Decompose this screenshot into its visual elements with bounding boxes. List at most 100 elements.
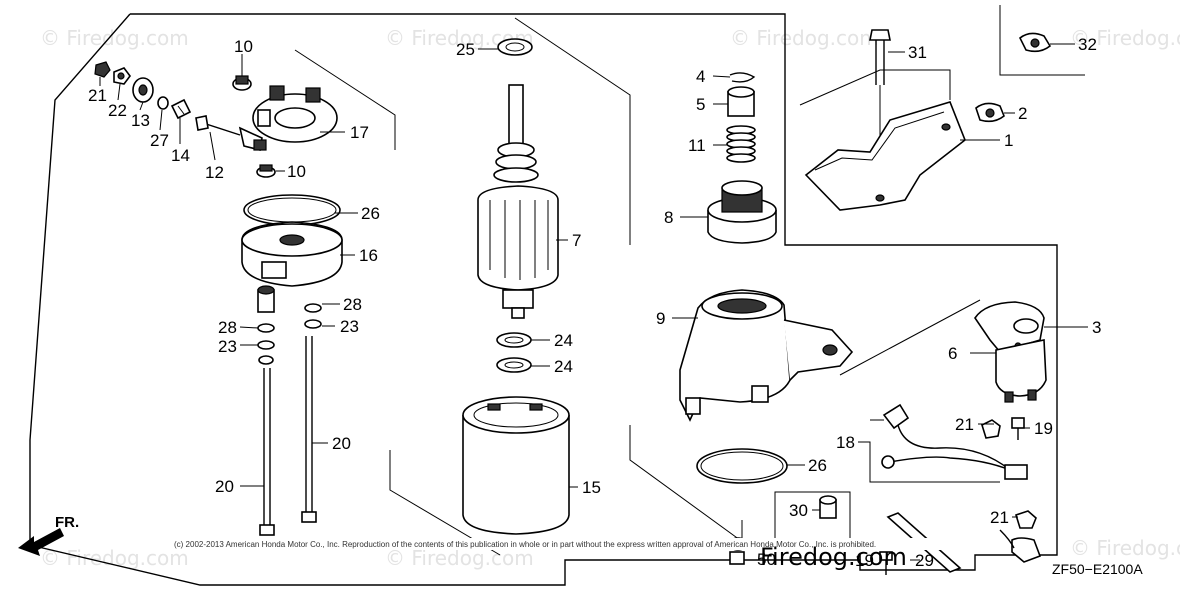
o-ring-part-26a (243, 194, 341, 226)
through-bolt-part-20b (301, 336, 317, 523)
clamp-part-2 (975, 102, 1005, 123)
bushing (257, 285, 275, 313)
leader-lines (99, 43, 1088, 561)
solenoid-frame (839, 299, 981, 376)
callout-23: 23 (340, 317, 359, 336)
front-direction-arrow: FR. (18, 514, 79, 556)
copyright-notice: (c) 2002-2013 American Honda Motor Co., … (174, 540, 876, 549)
washers-right (304, 303, 322, 329)
callout-10: 10 (234, 37, 253, 56)
clip-part-4 (729, 72, 756, 83)
callout-20: 20 (332, 434, 351, 453)
callout-29: 29 (915, 551, 934, 570)
callout-17: 17 (350, 123, 369, 142)
callout-19: 19 (1034, 419, 1053, 438)
callout-31: 31 (908, 43, 927, 62)
through-bolt-part-20a (259, 368, 275, 536)
callout-13: 13 (131, 111, 150, 130)
cap-part-30 (819, 495, 837, 519)
clamp-part-32 (1018, 32, 1052, 53)
rear-cover-part-16 (241, 221, 343, 287)
armature-part-7 (477, 84, 559, 319)
yoke-part-15 (462, 396, 570, 535)
collar-part-5 (727, 86, 755, 117)
washer-part-25 (497, 38, 533, 56)
callout-12: 12 (205, 163, 224, 182)
insulator-part-14 (170, 98, 192, 120)
washer-part-13 (132, 77, 154, 103)
callout-2: 2 (1018, 104, 1027, 123)
bracket-frame (799, 69, 951, 106)
callout-7: 7 (572, 231, 581, 250)
callout-28: 28 (218, 318, 237, 337)
callout-21: 21 (88, 86, 107, 105)
callout-1: 1 (1004, 131, 1013, 150)
nut-part-22 (113, 67, 131, 85)
callout-6: 6 (948, 344, 957, 363)
callout-21: 21 (990, 508, 1009, 527)
callout-24: 24 (554, 331, 573, 350)
callout-15: 15 (582, 478, 601, 497)
callout-19: 19 (855, 551, 874, 570)
group-boundary (29, 13, 1058, 586)
bolt-part-19b (879, 551, 893, 575)
front-label: FR. (55, 514, 79, 531)
callout-16: 16 (359, 246, 378, 265)
watermark: © Firedog.com (1070, 536, 1180, 560)
callout-26: 26 (808, 456, 827, 475)
callout-32: 32 (1078, 35, 1097, 54)
callout-26: 26 (361, 204, 380, 223)
callout-3: 3 (1092, 318, 1101, 337)
spring-part-11 (726, 125, 756, 163)
motor-frame (514, 17, 631, 245)
callout-28: 28 (343, 295, 362, 314)
brush-part-10a (232, 75, 252, 91)
callout-14: 14 (171, 146, 190, 165)
copyright-backdrop (170, 538, 1000, 550)
nut-part-21 (94, 61, 111, 78)
cable-part-18 (881, 403, 1028, 480)
callout-labels: 10 21 22 13 27 14 12 17 10 26 16 28 23 2… (88, 35, 1101, 570)
callout-11: 11 (688, 136, 706, 155)
bolt-part-19a (1011, 417, 1025, 440)
callout-8: 8 (664, 208, 673, 227)
callout-25: 25 (456, 40, 475, 59)
callout-4: 4 (696, 67, 705, 86)
nut-part-21b (981, 419, 1001, 439)
solenoid-part-6 (974, 301, 1047, 403)
callout-18: 18 (836, 433, 855, 452)
ring-part-27 (157, 96, 169, 110)
callout-24: 24 (554, 357, 573, 376)
callout-10: 10 (287, 162, 306, 181)
pinion-part-8 (707, 180, 777, 244)
callout-20: 20 (215, 477, 234, 496)
watermark: © Firedog.com (730, 26, 879, 50)
diagram-code: ZF50−E2100A (1052, 561, 1143, 577)
callout-21: 21 (955, 415, 974, 434)
nut-part-21c (1015, 510, 1037, 529)
callout-23: 23 (218, 337, 237, 356)
callout-50: 50 (757, 550, 776, 569)
callout-5: 5 (696, 95, 705, 114)
housing-part-9 (679, 289, 854, 422)
watermark: © Firedog.com (1070, 26, 1180, 50)
rear-cover-frame (294, 49, 396, 150)
callout-27: 27 (150, 131, 169, 150)
brush-holder-part-17 (252, 85, 338, 143)
watermark: © Firedog.com (40, 546, 189, 570)
cable-terminal (999, 529, 1042, 563)
housing-frame-left (389, 450, 501, 556)
firedog-logo: Firedog.com (760, 543, 907, 571)
callout-9: 9 (656, 309, 665, 328)
callout-22: 22 (108, 101, 127, 120)
callout-30: 30 (789, 501, 808, 520)
o-ring-part-26b (696, 448, 788, 484)
brush-part-10b (256, 164, 276, 178)
housing-frame (629, 425, 741, 541)
washers-left (257, 323, 275, 365)
bracket-frame-right (999, 5, 1085, 76)
watermark: © Firedog.com (40, 26, 189, 50)
terminal-part-12 (195, 115, 267, 151)
